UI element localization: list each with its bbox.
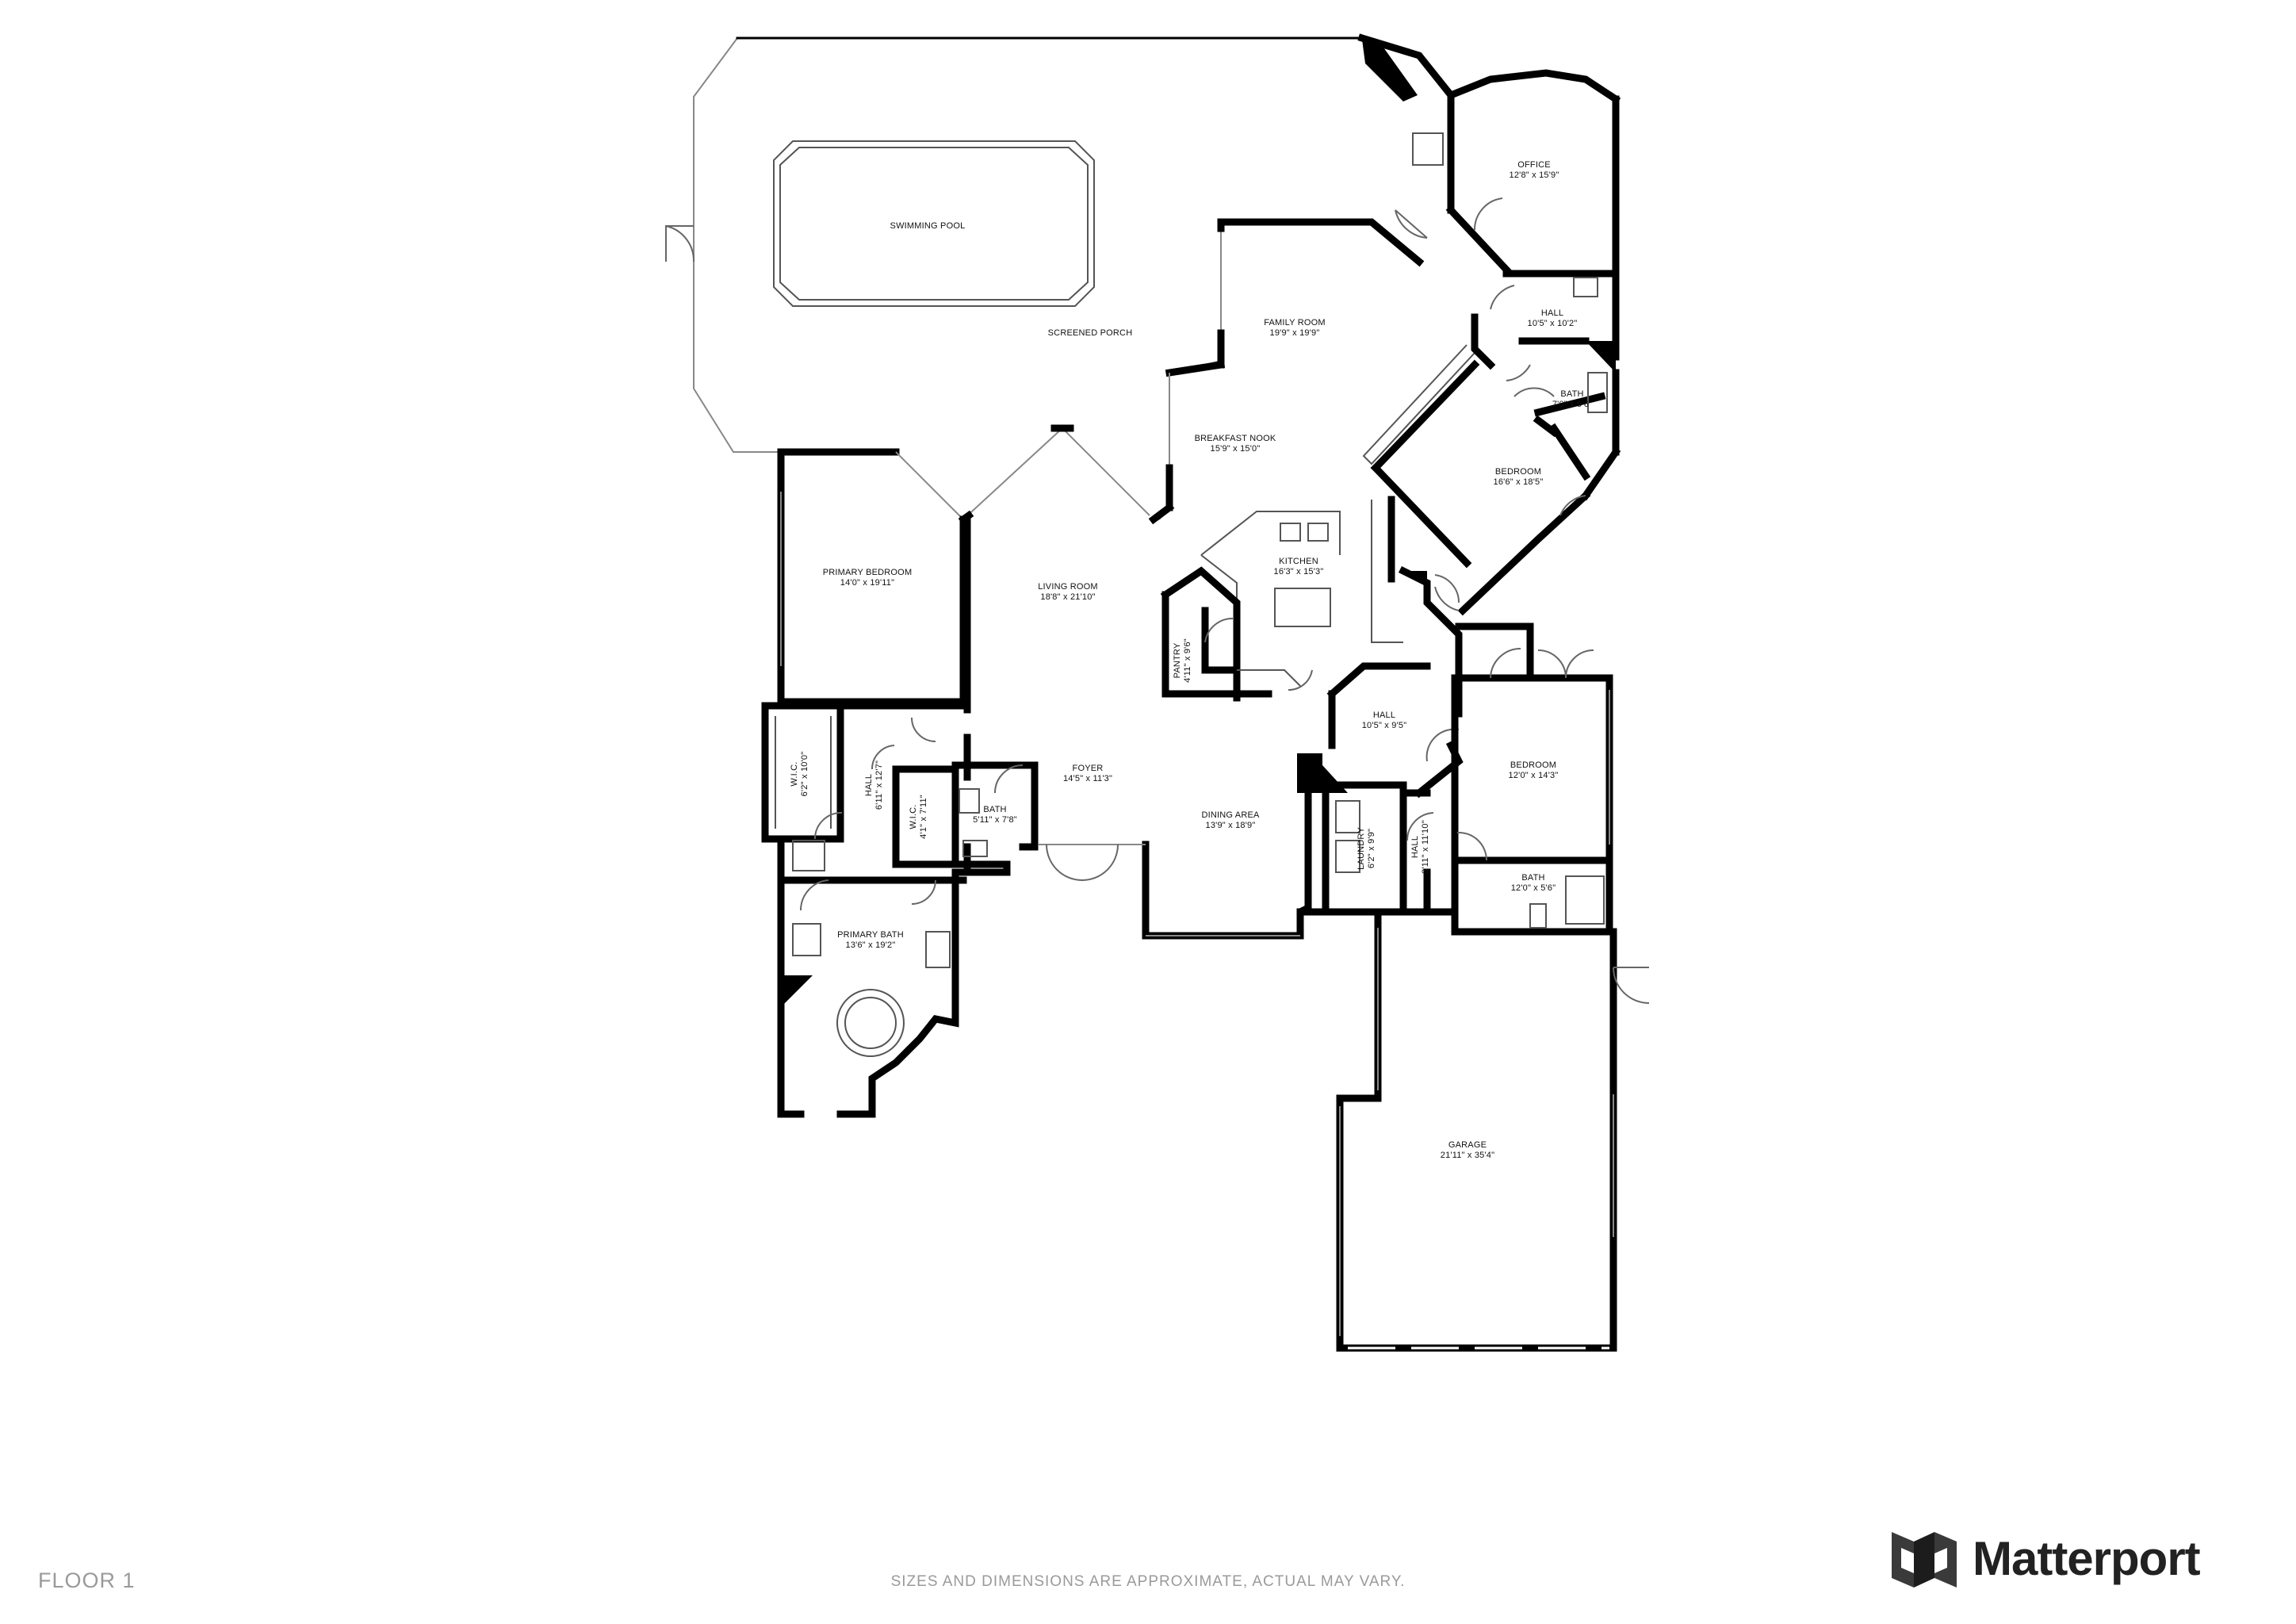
screened-porch-walls xyxy=(665,33,1456,453)
room-dims: 14'5" x 11'3" xyxy=(1063,774,1112,783)
room-name: DINING AREA xyxy=(1201,810,1260,820)
room-dims: 6'2" x 10'0" xyxy=(800,752,809,797)
room-name: SCREENED PORCH xyxy=(1048,328,1133,338)
room-name: FOYER xyxy=(1073,764,1104,773)
matterport-brand: Matterport xyxy=(1892,1522,2201,1594)
room-dims: 12'0" x 5'6" xyxy=(1511,883,1556,893)
west-wing-walls xyxy=(761,702,1039,876)
room-dims: 16'6" x 18'5" xyxy=(1494,477,1544,487)
room-dims: 3'11" x 11'10" xyxy=(1421,820,1430,874)
room-name: BEDROOM xyxy=(1510,760,1556,770)
room-dims: 19'9" x 19'9" xyxy=(1270,328,1320,338)
room-dims: 14'0" x 19'11" xyxy=(840,578,894,588)
matterport-logo-icon xyxy=(1892,1532,1957,1588)
svg-text:HALL3'11" x 11'10": HALL3'11" x 11'10" xyxy=(1410,820,1430,874)
fireplace xyxy=(1362,40,1444,166)
bedroom-se-walls xyxy=(1451,622,1613,936)
garage-walls xyxy=(1336,908,1650,1352)
room-name: LIVING ROOM xyxy=(1038,582,1098,592)
room-name: SWIMMING POOL xyxy=(890,221,966,231)
room-name: LAUNDRY xyxy=(1357,827,1366,870)
living-room-walls xyxy=(958,424,1150,781)
room-dims: 7'0" x 9'6" xyxy=(1552,400,1592,409)
room-name: W.I.C. xyxy=(909,804,918,829)
room-dims: 13'9" x 18'9" xyxy=(1206,821,1256,830)
hall-center-walls xyxy=(1297,565,1464,799)
room-name: GARAGE xyxy=(1448,1140,1487,1150)
room-name: FAMILY ROOM xyxy=(1264,318,1326,327)
office-walls xyxy=(1395,69,1621,278)
room-name: HALL xyxy=(1410,836,1420,858)
family-room-walls xyxy=(1148,218,1475,525)
room-dims: 16'3" x 15'3" xyxy=(1274,567,1324,576)
room-dims: 4'1" x 7'11" xyxy=(919,795,928,839)
room-dims: 21'11" x 35'4" xyxy=(1441,1151,1494,1160)
svg-text:SWIMMING POOL: SWIMMING POOL xyxy=(890,221,966,231)
room-name: PRIMARY BEDROOM xyxy=(823,568,913,577)
room-name: BATH xyxy=(1521,873,1544,883)
brand-name: Matterport xyxy=(1973,1531,2201,1585)
floor-label: FLOOR 1 xyxy=(38,1568,136,1592)
hall-east-walls xyxy=(1471,270,1621,501)
primary-bedroom-walls xyxy=(777,448,967,706)
room-name: BATH xyxy=(1560,389,1583,399)
dining-area-walls xyxy=(1039,789,1330,940)
swimming-pool-shape xyxy=(773,140,1095,307)
room-name: HALL xyxy=(864,774,874,796)
room-name: BATH xyxy=(983,805,1006,814)
svg-text:W.I.C.6'2" x 10'0": W.I.C.6'2" x 10'0" xyxy=(790,752,809,797)
room-name: PANTRY xyxy=(1173,642,1182,678)
room-dims: 18'8" x 21'10" xyxy=(1040,592,1095,602)
room-name: HALL xyxy=(1373,710,1395,720)
room-dims: 12'0" x 14'3" xyxy=(1509,771,1559,780)
svg-text:SCREENED PORCH: SCREENED PORCH xyxy=(1048,328,1133,338)
room-dims: 5'11" x 7'8" xyxy=(973,815,1017,825)
room-name: W.I.C. xyxy=(790,761,799,786)
svg-text:W.I.C.4'1" x 7'11": W.I.C.4'1" x 7'11" xyxy=(909,795,928,839)
svg-text:PANTRY4'11" x 9'6": PANTRY4'11" x 9'6" xyxy=(1173,638,1192,683)
room-dims: 6'11" x 12'7" xyxy=(874,760,884,810)
room-dims: 4'11" x 9'6" xyxy=(1183,638,1192,683)
room-dims: 15'9" x 15'0" xyxy=(1211,444,1261,454)
room-name: BREAKFAST NOOK xyxy=(1195,434,1276,443)
room-dims: 13'6" x 19'2" xyxy=(846,940,896,950)
kitchen-walls xyxy=(1160,496,1403,702)
room-name: BEDROOM xyxy=(1495,467,1541,477)
primary-bath-walls xyxy=(777,835,967,1118)
svg-text:LAUNDRY6'2" x 9'9": LAUNDRY6'2" x 9'9" xyxy=(1357,827,1376,870)
room-dims: 6'2" x 9'9" xyxy=(1367,829,1376,868)
room-dims: 12'8" x 15'9" xyxy=(1510,170,1559,180)
room-dims: 10'5" x 10'2" xyxy=(1528,319,1578,328)
room-name: PRIMARY BATH xyxy=(837,930,904,940)
svg-text:HALL6'11" x 12'7": HALL6'11" x 12'7" xyxy=(864,760,884,810)
room-dims: 10'5" x 9'5" xyxy=(1362,721,1407,730)
bedroom-east-walls xyxy=(1370,359,1591,616)
room-name: KITCHEN xyxy=(1279,557,1318,566)
disclaimer-text: SIZES AND DIMENSIONS ARE APPROXIMATE, AC… xyxy=(890,1573,1406,1590)
room-name: HALL xyxy=(1541,308,1563,318)
room-name: OFFICE xyxy=(1517,160,1551,170)
laundry-walls xyxy=(1322,781,1455,916)
